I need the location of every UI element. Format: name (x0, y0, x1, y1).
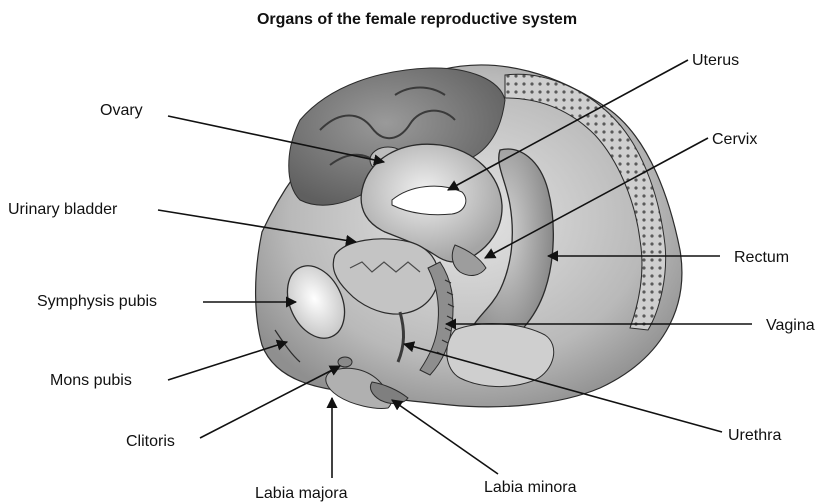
diagram-title: Organs of the female reproductive system (257, 11, 577, 28)
label-urethra: Urethra (728, 427, 781, 444)
perineal-tissue (447, 324, 554, 387)
label-labia-majora: Labia majora (255, 485, 348, 502)
label-urinary-bladder: Urinary bladder (8, 201, 118, 218)
clitoris-shape (338, 357, 352, 367)
label-symphysis-pubis: Symphysis pubis (37, 293, 157, 310)
leader-labia-minora (392, 400, 498, 474)
label-clitoris: Clitoris (126, 433, 175, 450)
label-vagina: Vagina (766, 317, 815, 334)
label-uterus: Uterus (692, 52, 739, 69)
label-rectum: Rectum (734, 249, 789, 266)
leader-mons-pubis (168, 342, 287, 380)
label-mons-pubis: Mons pubis (50, 372, 132, 389)
label-labia-minora: Labia minora (484, 479, 577, 496)
label-ovary: Ovary (100, 102, 143, 119)
label-cervix: Cervix (712, 131, 757, 148)
leader-clitoris (200, 366, 340, 438)
